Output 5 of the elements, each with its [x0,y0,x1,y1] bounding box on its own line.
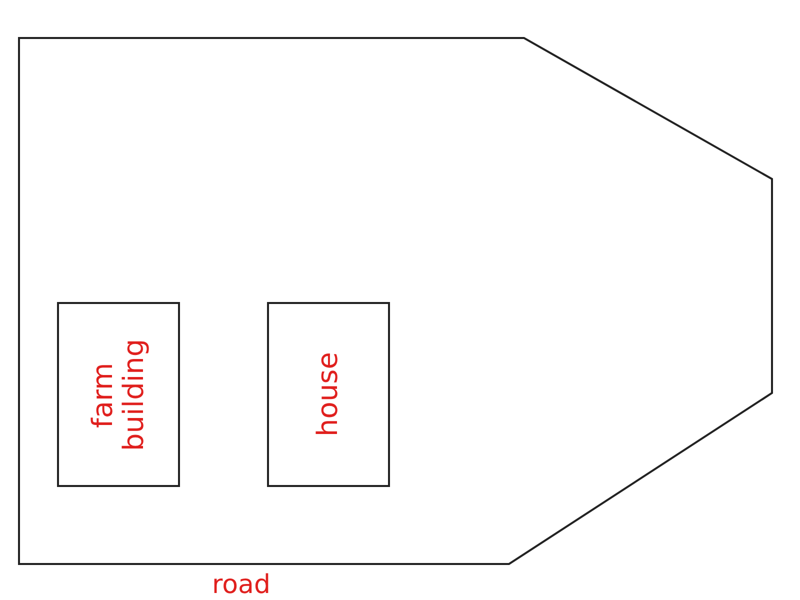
building-label: farm building [88,337,150,453]
building-outline [57,302,180,487]
road-label: road [212,570,270,600]
building-outline [267,302,390,487]
building-label: house [313,352,344,437]
